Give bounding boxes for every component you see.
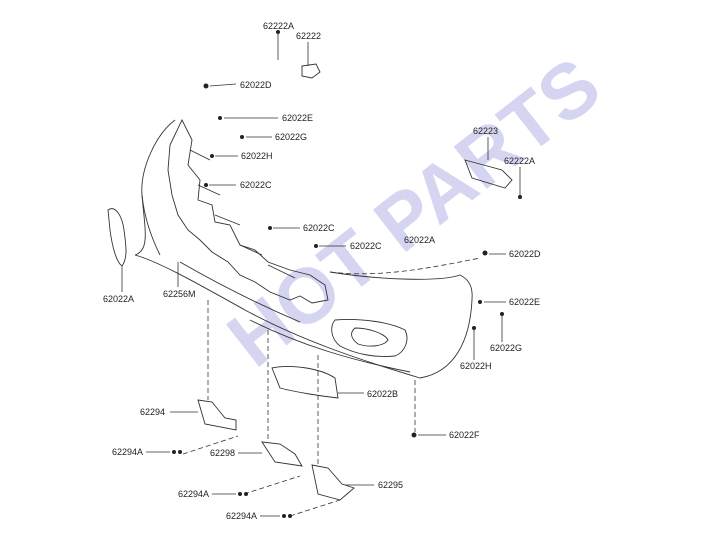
callout-62022E-right: 62022E [509,297,540,307]
leader-lines [121,33,521,517]
callout-62222A-right: 62222A [504,156,535,166]
watermark: HOT PARTS [211,40,616,383]
left-side-bracket [107,208,127,267]
callout-62022A-mid: 62022A [404,235,435,245]
callout-62294A-1: 62294A [112,447,143,457]
guide-lines [182,257,481,517]
top-clip [301,63,321,79]
callout-62022H-right: 62022H [460,361,492,371]
callout-62022E-left: 62022E [282,113,313,123]
stay-62298 [261,441,303,467]
callout-62022A-left: 62022A [103,294,134,304]
callout-62295: 62295 [378,480,403,490]
callout-62294: 62294 [140,407,165,417]
callout-62022C-2: 62022C [303,223,335,233]
callout-62022D-right: 62022D [509,249,541,259]
callout-62022F: 62022F [449,430,480,440]
callout-62222A-top: 62222A [263,21,294,31]
callout-62022C-3: 62022C [350,241,382,251]
callout-62022G-left: 62022G [275,132,307,142]
callout-62222: 62222 [296,31,321,41]
callout-62298: 62298 [210,448,235,458]
callout-62022B: 62022B [367,389,398,399]
callout-62294A-3: 62294A [226,511,257,521]
callout-62022D-left: 62022D [240,80,272,90]
skid-plate-62022B [271,366,339,399]
callout-62256M: 62256M [163,289,196,299]
right-side-bracket [464,159,513,189]
fasteners [172,30,522,518]
callout-62294A-2: 62294A [178,489,209,499]
callout-labels: 62222A 62222 62022D 62022E 62022G 62022H… [103,21,541,521]
callout-62223: 62223 [473,126,498,136]
fog-lamp-bezel [331,319,408,357]
bumper-cover [134,119,473,379]
callout-62022G-right: 62022G [490,343,522,353]
bumper-absorber [167,118,329,304]
callout-62022H-left: 62022H [241,151,273,161]
callout-62022C-1: 62022C [240,180,272,190]
stay-62295 [311,464,355,501]
stay-62294 [197,399,237,431]
